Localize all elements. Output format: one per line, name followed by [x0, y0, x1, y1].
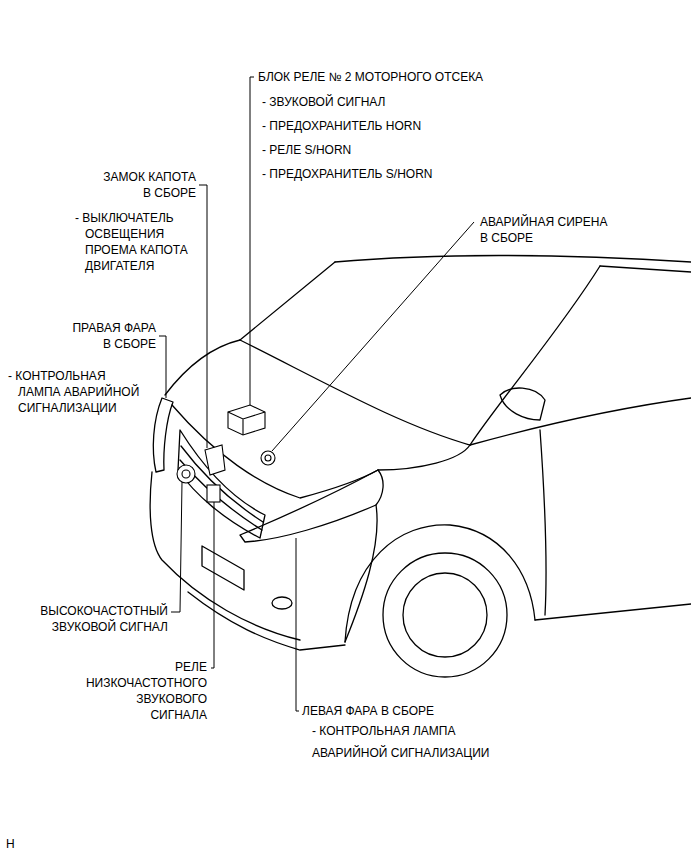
- part-label: БЛОК РЕЛЕ № 2 МОТОРНОГО ОТСЕКА: [258, 69, 483, 85]
- fender: [345, 505, 377, 642]
- leader-line: [171, 482, 182, 612]
- window-line: [600, 266, 691, 272]
- license-plate: [202, 546, 244, 590]
- part-label: РЕЛЕ НИЗКОЧАСТОТНОГО ЗВУКОВОГО СИГНАЛА: [80, 659, 207, 723]
- leader-lines: [159, 77, 474, 711]
- hood-edge: [165, 340, 240, 395]
- part-label: ПРАВАЯ ФАРА В СБОРЕ: [64, 320, 156, 352]
- part-label: - ПРЕДОХРАНИТЕЛЬ HORN: [262, 118, 421, 134]
- beltline: [470, 398, 691, 445]
- figure-code: H: [6, 836, 15, 852]
- part-label: ЗАМОК КАПОТА В СБОРЕ: [97, 169, 196, 201]
- headlight: [240, 470, 383, 542]
- leader-line: [211, 502, 214, 668]
- a-pillar: [240, 262, 335, 340]
- siren: [265, 455, 271, 461]
- door-line: [540, 430, 546, 615]
- horn: [177, 465, 195, 483]
- relay-block: [228, 412, 265, 435]
- leader-line: [250, 77, 254, 405]
- cowl-line: [240, 340, 470, 445]
- leader-line: [199, 185, 207, 448]
- grille: [178, 430, 265, 538]
- car-body: [150, 256, 691, 677]
- fog-light: [272, 597, 292, 609]
- part-label: ВЫСОКОЧАСТОТНЫЙ ЗВУКОВОЙ СИГНАЛ: [18, 603, 168, 635]
- leader-line: [296, 538, 299, 711]
- sill: [535, 604, 691, 620]
- hood-lock: [205, 445, 225, 475]
- horn: [182, 470, 190, 478]
- part-label: - РЕЛЕ S/HORN: [262, 142, 351, 158]
- bumper: [188, 592, 345, 650]
- components: [177, 405, 275, 502]
- wheel: [383, 553, 507, 677]
- leader-line: [159, 336, 166, 398]
- leader-line: [272, 222, 474, 451]
- part-label: - ПРЕДОХРАНИТЕЛЬ S/HORN: [262, 166, 432, 182]
- side-mirror: [500, 388, 545, 420]
- part-label: ЛЕВАЯ ФАРА В СБОРЕ: [302, 703, 434, 719]
- bumper: [150, 472, 300, 640]
- part-label: АВАРИЙНАЯ СИРЕНА В СБОРЕ: [480, 214, 614, 246]
- grille-slat: [181, 446, 263, 522]
- wheel: [403, 573, 487, 657]
- part-label: - КОНТРОЛЬНАЯ ЛАМПА АВАРИЙНОЙ СИГНАЛИЗАЦ…: [312, 720, 512, 764]
- hood-edge: [378, 445, 470, 470]
- part-label: - ЗВУКОВОЙ СИГНАЛ: [262, 94, 386, 110]
- siren: [261, 451, 275, 465]
- part-label: - ВЫКЛЮЧАТЕЛЬ ОСВЕЩЕНИЯ ПРОЕМА КАПОТА ДВ…: [75, 210, 200, 274]
- part-label: - КОНТРОЛЬНАЯ ЛАМПА АВАРИЙНОЙ СИГНАЛИЗАЦ…: [8, 368, 142, 416]
- headlight: [153, 398, 173, 472]
- relay-block: [228, 405, 265, 435]
- roof-line: [335, 256, 691, 262]
- horn-relay: [207, 485, 220, 502]
